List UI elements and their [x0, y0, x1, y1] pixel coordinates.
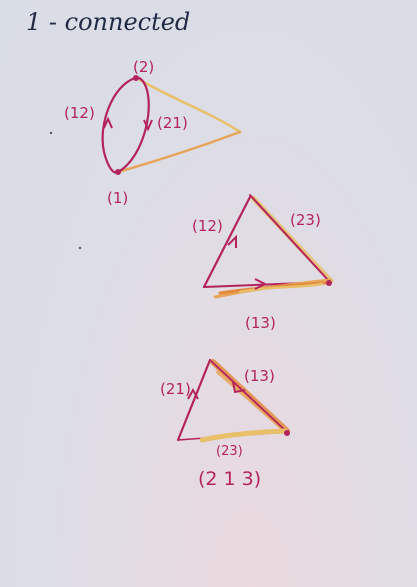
vertex-bottom — [115, 169, 121, 175]
tri1-right-edge — [249, 194, 329, 281]
label-21: (21) — [160, 380, 191, 398]
label-21: (21) — [157, 114, 188, 132]
tri1-vertex — [326, 280, 332, 286]
label-2: (2) — [133, 58, 154, 76]
arrow-down-right-icon — [232, 381, 246, 394]
tri2-right-edge — [209, 359, 288, 433]
arrow-up-icon — [187, 387, 199, 400]
pen-dot — [49, 131, 53, 135]
label-213: (2 1 3) — [198, 468, 261, 490]
cone-lower-edge — [116, 130, 242, 174]
pen-dot — [78, 246, 82, 250]
arrow-down-icon — [143, 119, 153, 132]
figure-triangle-1: (12) (23) (13) — [78, 194, 334, 332]
label-13: (13) — [244, 367, 275, 385]
loop-ellipse — [101, 76, 150, 174]
arrow-up-icon — [103, 116, 113, 129]
label-12: (12) — [192, 217, 223, 235]
tri2-right-highlight-2 — [216, 370, 284, 430]
tri1-left-edge — [202, 195, 252, 289]
tri2-left-edge — [176, 358, 212, 442]
arrow-up-icon — [227, 234, 237, 248]
arrow-right-icon — [254, 278, 268, 290]
page-title: 1 - connected — [26, 8, 190, 36]
figure-cone: (2) (12) (21) (1) — [49, 58, 242, 207]
figure-triangle-2: (21) (13) (23) (2 1 3) — [160, 358, 290, 490]
label-23: (23) — [216, 444, 243, 459]
label-12: (12) — [64, 104, 95, 122]
tri2-vertex — [284, 430, 290, 436]
cone-upper-edge — [138, 78, 242, 134]
tri2-bottom-highlight — [199, 428, 288, 443]
vertex-top — [133, 75, 139, 81]
tri1-bottom-scribble-3 — [238, 282, 324, 294]
label-23: (23) — [290, 211, 321, 229]
label-1: (1) — [107, 189, 128, 207]
label-13: (13) — [245, 314, 276, 332]
